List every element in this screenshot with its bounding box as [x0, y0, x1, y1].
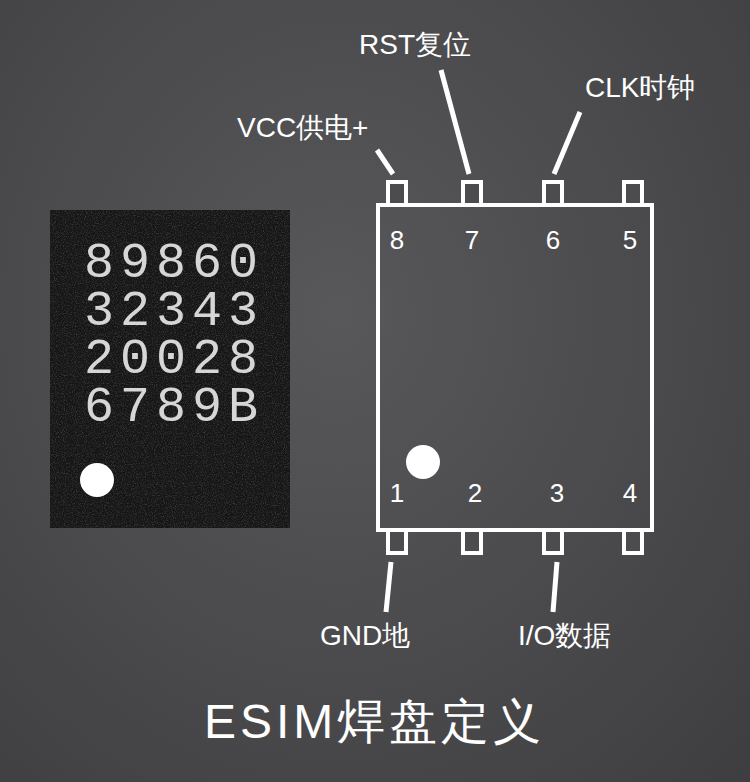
pad: [388, 182, 406, 205]
pin-label: I/O数据: [518, 619, 611, 653]
pin1-dot: [80, 463, 114, 497]
leader-line: [554, 112, 580, 174]
pin-label: VCC供电+: [237, 111, 368, 145]
pad: [388, 530, 406, 553]
pin1-dot: [406, 445, 440, 479]
chip-marking: 89860 32343 20028 6789B: [84, 240, 270, 432]
esim-chip: 89860 32343 20028 6789B: [50, 210, 290, 528]
pad-outline: 8 7 6 5 1 2 3 4: [370, 176, 660, 560]
pad: [463, 530, 481, 553]
pin-number: 6: [538, 225, 568, 255]
leader-line: [377, 150, 393, 174]
pin-number: 7: [457, 225, 487, 255]
pin-label: RST复位: [359, 28, 471, 62]
pad: [624, 182, 642, 205]
pad: [544, 530, 562, 553]
leader-line: [553, 562, 557, 612]
package-body: [378, 205, 652, 530]
package-outline: [370, 176, 660, 560]
diagram-title: ESIM焊盘定义: [204, 694, 545, 750]
pin-number: 8: [382, 225, 412, 255]
pin-number: 3: [542, 478, 572, 508]
pin-number: 1: [382, 478, 412, 508]
pin-number: 5: [615, 225, 645, 255]
leader-line: [386, 562, 391, 612]
leader-line: [441, 70, 469, 174]
pad: [463, 182, 481, 205]
pin-label: CLK时钟: [585, 71, 695, 105]
chip-grain: [50, 210, 290, 528]
pin-number: 4: [615, 478, 645, 508]
pin-label: GND地: [320, 619, 410, 653]
pin-number: 2: [460, 478, 490, 508]
chip-body: [50, 210, 290, 528]
pad: [624, 530, 642, 553]
pad: [544, 182, 562, 205]
